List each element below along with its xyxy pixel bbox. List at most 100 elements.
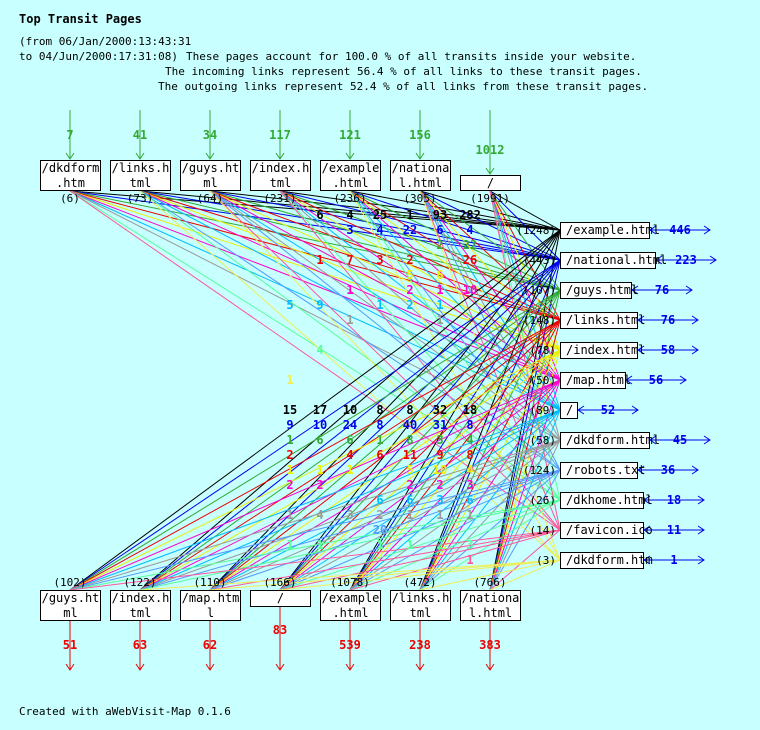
incoming-link-line (349, 190, 561, 381)
outgoing-link-count: 3 (436, 433, 444, 447)
incoming-link-line (139, 190, 561, 471)
incoming-link-line (419, 190, 561, 561)
transit-page-count: (107) (522, 284, 556, 297)
incoming-link-line (69, 190, 561, 291)
outgoing-link-line (69, 289, 561, 591)
outgoing-link-count: 1 (316, 538, 324, 552)
incoming-link-line (139, 190, 561, 231)
transit-page-box[interactable]: /dkhome.html (560, 492, 653, 509)
outgoing-link-count: 2 (406, 478, 414, 492)
source-page-box[interactable]: /links.h tml (110, 160, 171, 191)
incoming-link-line (419, 190, 561, 471)
transit-page-box[interactable]: /links.html (560, 312, 645, 329)
source-page-box[interactable]: /example .html (320, 160, 381, 191)
outgoing-link-count: 8 (466, 448, 474, 462)
outgoing-link-count: 1 (436, 508, 444, 522)
incoming-link-count: 6 (436, 268, 444, 282)
arrow-right-icon (697, 555, 705, 565)
incoming-link-count: 1 (436, 298, 444, 312)
outgoing-link-count: 1 (286, 463, 294, 477)
target-page-count: (102) (53, 576, 87, 589)
incoming-link-count: 1 (346, 313, 354, 327)
source-page-box[interactable]: /guys.ht ml (180, 160, 241, 191)
transit-page-box[interactable]: /robots.txt (560, 462, 645, 479)
source-page-count: (236) (333, 192, 367, 205)
transit-value: 52 (600, 403, 616, 417)
source-page-box[interactable]: /index.h tml (250, 160, 311, 191)
transit-page-box[interactable]: /guys.html (560, 282, 638, 299)
transit-value: 223 (675, 253, 697, 267)
incoming-link-count: 1 (436, 283, 444, 297)
target-page-count: (1078) (330, 576, 370, 589)
target-page-count: (766) (473, 576, 507, 589)
transit-value: 58 (660, 343, 676, 357)
outgoing-link-count: 2 (436, 538, 444, 552)
transit-page-box[interactable]: /index.html (560, 342, 645, 359)
target-page-box[interactable]: /links.h tml (390, 590, 451, 621)
outgoing-link-line (489, 469, 561, 591)
arrow-right-icon (697, 525, 705, 535)
transit-page-box[interactable]: /map.html (560, 372, 631, 389)
outgoing-link-count: 1 (376, 538, 384, 552)
outgoing-link-count: 2 (286, 448, 294, 462)
transit-page-count: (89) (529, 404, 557, 417)
arrow-right-icon (679, 375, 687, 385)
incoming-link-line (349, 190, 561, 321)
outgoing-count: 383 (479, 638, 501, 652)
incoming-link-count: 1 (406, 208, 414, 222)
target-page-box[interactable]: /guys.ht ml (40, 590, 101, 621)
incoming-link-count: 10 (462, 283, 478, 297)
outgoing-link-count: 5 (406, 463, 414, 477)
outgoing-link-line (349, 349, 561, 591)
transit-page-box[interactable]: /dkdform.htm (560, 552, 653, 569)
incoming-link-count: 3 (376, 253, 384, 267)
outgoing-link-count: 3 (466, 538, 474, 552)
source-page-box[interactable]: / (460, 175, 521, 191)
outgoing-link-count: 2 (316, 478, 324, 492)
incoming-link-line (349, 190, 561, 261)
arrow-left-icon (649, 435, 657, 445)
target-page-box[interactable]: / (250, 590, 311, 607)
target-page-box[interactable]: /example .html (320, 590, 381, 621)
incoming-link-line (69, 190, 561, 321)
outgoing-link-count: 6 (346, 433, 354, 447)
target-page-count: (122) (123, 576, 157, 589)
transit-page-count: (124) (522, 464, 556, 477)
target-page-box[interactable]: /index.h tml (110, 590, 171, 621)
transit-page-box[interactable]: / (560, 402, 578, 419)
incoming-link-line (419, 190, 561, 321)
incoming-link-count: 2 (406, 283, 414, 297)
source-page-box[interactable]: /dkdform .htm (40, 160, 101, 191)
incoming-link-count: 1 (436, 313, 444, 327)
outgoing-link-count: 6 (316, 433, 324, 447)
outgoing-link-line (69, 319, 561, 591)
arrow-right-icon (691, 345, 699, 355)
transit-page-box[interactable]: /dkdform.html (560, 432, 660, 449)
transit-page-box[interactable]: /example.html (560, 222, 660, 239)
incoming-link-line (69, 190, 561, 351)
outgoing-link-count: 1 (406, 508, 414, 522)
incoming-link-line (69, 190, 561, 261)
target-page-box[interactable]: /nationa l.html (460, 590, 521, 621)
incoming-link-line (349, 190, 561, 351)
incoming-link-count: 1 (376, 298, 384, 312)
arrow-head-icon (345, 663, 355, 671)
transit-value: 446 (669, 223, 691, 237)
footer-credit: Created with aWebVisit-Map 0.1.6 (19, 705, 231, 718)
transit-page-box[interactable]: /national.html (560, 252, 667, 269)
transit-page-box[interactable]: /favicon.ico (560, 522, 653, 539)
outgoing-link-line (69, 259, 561, 591)
outgoing-link-line (279, 319, 561, 591)
target-page-count: (110) (193, 576, 227, 589)
target-page-box[interactable]: /map.htm l (180, 590, 241, 621)
source-page-box[interactable]: /nationa l.html (390, 160, 451, 191)
incoming-link-count: 4 (376, 223, 384, 237)
outgoing-link-count: 8 (376, 403, 384, 417)
outgoing-link-count: 9 (286, 418, 294, 432)
source-page-count: (231) (263, 192, 297, 205)
outgoing-count: 63 (132, 638, 148, 652)
outgoing-link-count: 1 (466, 508, 474, 522)
arrow-right-icon (709, 255, 717, 265)
outgoing-link-count: 3 (436, 493, 444, 507)
outgoing-count: 238 (409, 638, 431, 652)
